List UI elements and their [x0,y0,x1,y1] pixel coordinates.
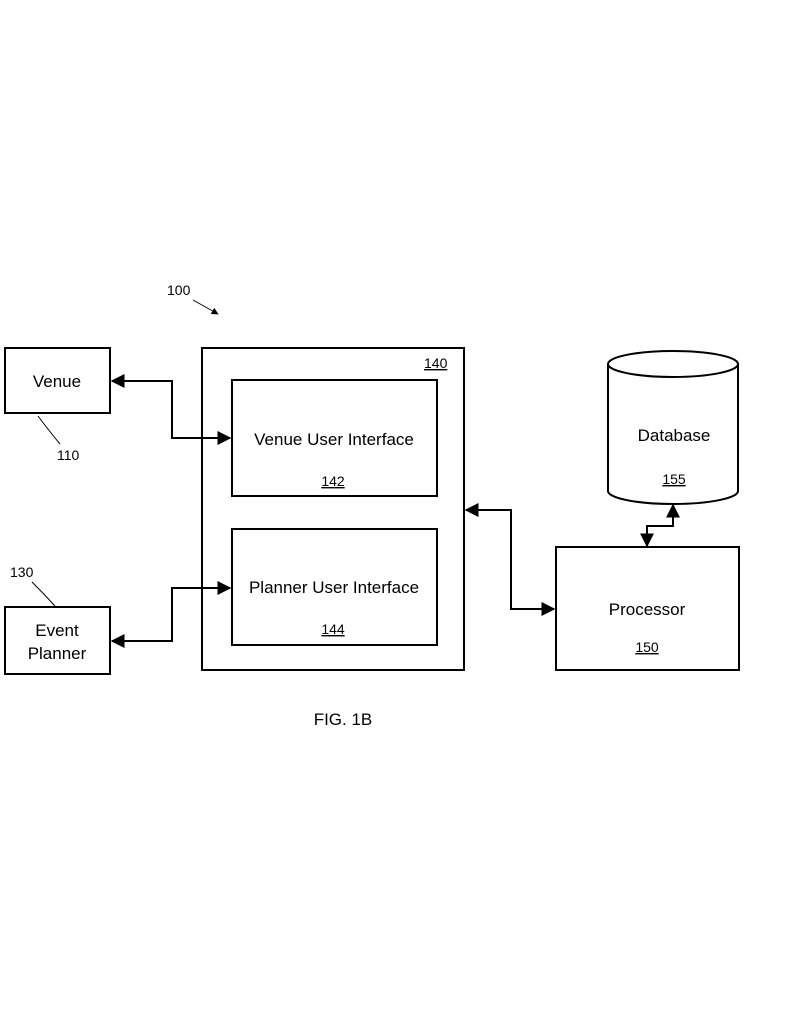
platform-to-processor-connector [464,503,556,616]
system-ref-label: 100 [167,282,191,298]
event-planner-ref: 130 [10,564,34,580]
venue-to-venue-ui-connector [110,374,232,445]
platform-ref: 140 [424,355,448,371]
processor-ref: 150 [635,639,659,655]
system-ref-arrow [192,299,219,315]
venue-ref-leader [37,415,61,445]
venue-ui-label: Venue User Interface [254,430,414,449]
figure-caption: FIG. 1B [314,710,373,729]
event-planner-label-line1: Event [35,621,79,640]
processor-box [555,546,740,671]
processor-block: Processor 150 [555,546,740,671]
database-ref: 155 [662,471,686,487]
event-planner-label-line2: Planner [28,644,87,663]
database-label: Database [638,426,711,445]
event-planner-ref-leader [31,581,56,607]
database-cylinder-top [607,350,739,378]
venue-label: Venue [33,372,81,391]
venue-block: Venue [4,347,111,414]
venue-ref: 110 [57,447,80,463]
processor-label: Processor [609,600,686,619]
planner-ui-ref: 144 [321,621,345,637]
event-planner-box [4,606,111,675]
event-planner-to-planner-ui-connector [110,581,232,648]
venue-ui-ref: 142 [321,473,345,489]
processor-to-database-connector [640,503,680,548]
venue-box [4,347,111,414]
venue-ui-box [231,379,438,497]
planner-ui-label: Planner User Interface [249,578,419,597]
venue-ui-block: Venue User Interface 142 [231,379,438,497]
event-planner-block: Event Planner [4,606,111,675]
planner-ui-box [231,528,438,646]
planner-ui-block: Planner User Interface 144 [231,528,438,646]
database-block: Database 155 [607,350,739,505]
